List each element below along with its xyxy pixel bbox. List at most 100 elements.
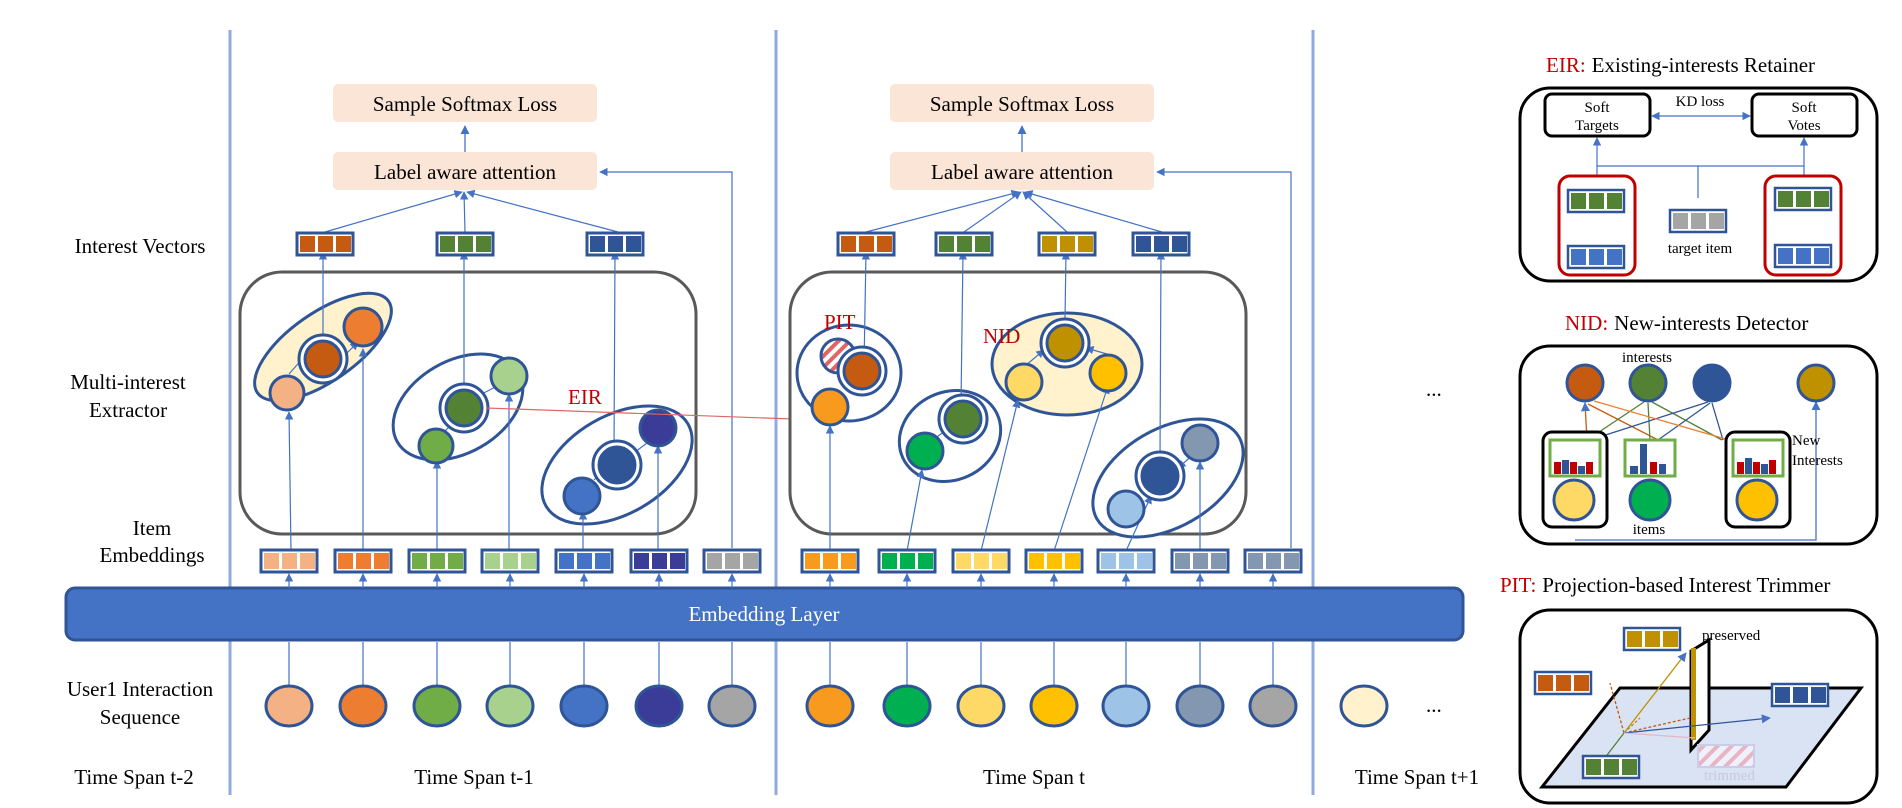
- interest-vector: [1131, 231, 1191, 257]
- items-label: items: [1633, 522, 1666, 538]
- node-circle: [638, 408, 678, 448]
- item-embedding: [1024, 548, 1084, 574]
- item-embedding: [1096, 548, 1156, 574]
- nid-item-2: [1623, 438, 1677, 522]
- item-embedding: [259, 548, 319, 574]
- sequence-item: [1101, 684, 1151, 728]
- softmax-box-span1: [333, 84, 597, 122]
- interest-vector: [585, 231, 645, 257]
- svg-text:Targets: Targets: [1575, 118, 1619, 134]
- svg-text:Soft: Soft: [1584, 100, 1610, 116]
- item-embedding: [951, 548, 1011, 574]
- item-embedding: [480, 548, 540, 574]
- label-sequence-line1: User1 Interaction: [67, 677, 214, 701]
- node-circle: [417, 427, 455, 465]
- sequence-item: [1029, 684, 1079, 728]
- attention-label-span2: Label aware attention: [931, 160, 1113, 184]
- node-circle: [810, 387, 850, 427]
- interest-vector: [435, 231, 495, 257]
- item-embedding: [554, 548, 614, 574]
- node-circle: [905, 431, 945, 471]
- sequence-item: [338, 684, 388, 728]
- interest-vector: [836, 231, 896, 257]
- new-interests-label-2: Interests: [1792, 453, 1843, 469]
- node-circle: [943, 399, 983, 439]
- sequence-item: [485, 684, 535, 728]
- trimmed-vector: [1697, 744, 1755, 768]
- softmax-label-span1: Sample Softmax Loss: [373, 92, 557, 116]
- node-circle: [562, 476, 602, 516]
- trimmed-label: trimmed: [1704, 768, 1755, 784]
- item-embedding: [800, 548, 860, 574]
- node-circle: [1004, 362, 1044, 402]
- sequence-item: [1248, 684, 1298, 728]
- softmax-label-span2: Sample Softmax Loss: [930, 92, 1114, 116]
- sequence-item: [707, 684, 757, 728]
- soft-votes-box: [1750, 92, 1859, 138]
- node-circle: [342, 306, 384, 348]
- sequence-item: [1339, 684, 1389, 728]
- interest-vector: [1037, 231, 1097, 257]
- sequence-item: [956, 684, 1006, 728]
- span-label-t: Time Span t: [983, 765, 1085, 789]
- ellipsis-sequence: ...: [1426, 693, 1442, 717]
- nid-item-1: [1548, 438, 1602, 522]
- embedding-layer: [64, 586, 1465, 642]
- marker-nid: NID: [983, 324, 1020, 348]
- sequence-item: [634, 684, 684, 728]
- node-circle: [1088, 353, 1128, 393]
- span-label-t-1: Time Span t-1: [414, 765, 533, 789]
- span-label-t+1: Time Span t+1: [1355, 765, 1479, 789]
- sequence-item: [882, 684, 932, 728]
- item-embedding: [407, 548, 467, 574]
- attention-box-span2: [890, 152, 1154, 190]
- target-item-label: target item: [1668, 241, 1733, 257]
- sequence-item: [1175, 684, 1225, 728]
- label-interest-vectors: Interest Vectors: [75, 234, 206, 258]
- node-circle: [1565, 363, 1605, 403]
- node-circle: [303, 339, 343, 379]
- node-circle: [1796, 363, 1836, 403]
- label-item-line2: Embeddings: [100, 543, 205, 567]
- node-circle: [489, 356, 529, 396]
- label-extractor-line2: Extractor: [89, 398, 167, 422]
- ellipsis-extractor: ...: [1426, 377, 1442, 401]
- node-circle: [1045, 323, 1085, 363]
- node-circle: [1140, 456, 1180, 496]
- preserved-label: preserved: [1702, 628, 1761, 644]
- label-extractor-line1: Multi-interest: [70, 370, 186, 394]
- softmax-box-span2: [890, 84, 1154, 122]
- node-circle: [1692, 363, 1732, 403]
- item-embedding: [877, 548, 937, 574]
- label-sequence-line2: Sequence: [100, 705, 180, 729]
- attention-label-span1: Label aware attention: [374, 160, 556, 184]
- interests-label: interests: [1622, 350, 1672, 366]
- sequence-item: [559, 684, 609, 728]
- kd-loss-label: KD loss: [1676, 94, 1725, 110]
- node-circle: [842, 351, 882, 391]
- sequence-item: [805, 684, 855, 728]
- legend-nid-heading: NID:New-interests Detector: [1565, 311, 1808, 335]
- node-circle: [1628, 363, 1668, 403]
- legend-eir-heading: EIR:Existing-interests Retainer: [1546, 53, 1815, 77]
- node-circle: [1180, 423, 1220, 463]
- nid-item-3: [1731, 438, 1785, 522]
- marker-pit: PIT: [824, 310, 856, 334]
- item-embedding: [333, 548, 393, 574]
- svg-text:Votes: Votes: [1787, 118, 1820, 134]
- item-embedding: [702, 548, 762, 574]
- interest-vector: [934, 231, 994, 257]
- item-embedding: [1170, 548, 1230, 574]
- marker-eir: EIR: [568, 385, 602, 409]
- node-circle: [597, 445, 637, 485]
- item-embedding: [629, 548, 689, 574]
- interest-vector: [295, 231, 355, 257]
- attention-box-span1: [333, 152, 597, 190]
- node-circle: [268, 374, 306, 412]
- svg-text:Soft: Soft: [1791, 100, 1817, 116]
- new-interests-label-1: New: [1792, 433, 1820, 449]
- span-label-t-2: Time Span t-2: [74, 765, 193, 789]
- soft-targets-box: [1543, 92, 1652, 138]
